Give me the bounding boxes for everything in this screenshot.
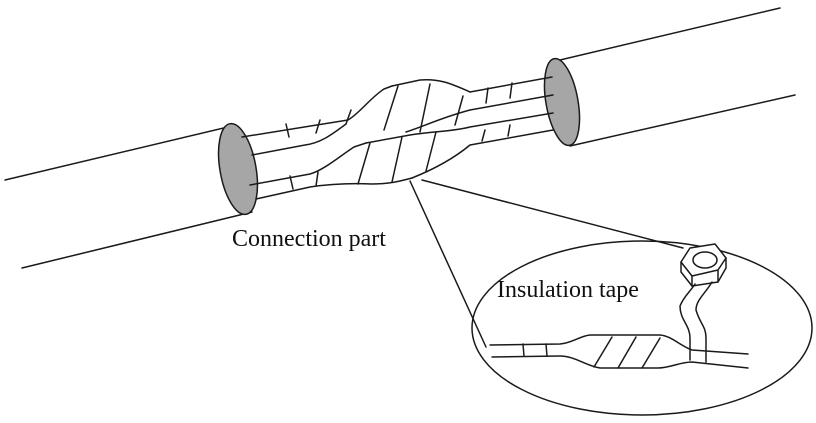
tape-wrap-lines — [285, 82, 513, 190]
lower-conductor — [249, 112, 554, 200]
magnified-view-circle — [471, 240, 813, 416]
connection-part-label: Connection part — [232, 226, 386, 252]
insulation-tape-label: Insulation tape — [497, 277, 639, 303]
left-cable-end — [217, 122, 259, 216]
bolt-terminal — [679, 243, 727, 363]
right-cable-sheath — [559, 7, 796, 147]
zoom-callout-lines — [409, 179, 684, 348]
right-cable-end — [543, 57, 581, 147]
left-cable-sheath — [4, 125, 253, 269]
magnified-wire — [489, 334, 749, 369]
